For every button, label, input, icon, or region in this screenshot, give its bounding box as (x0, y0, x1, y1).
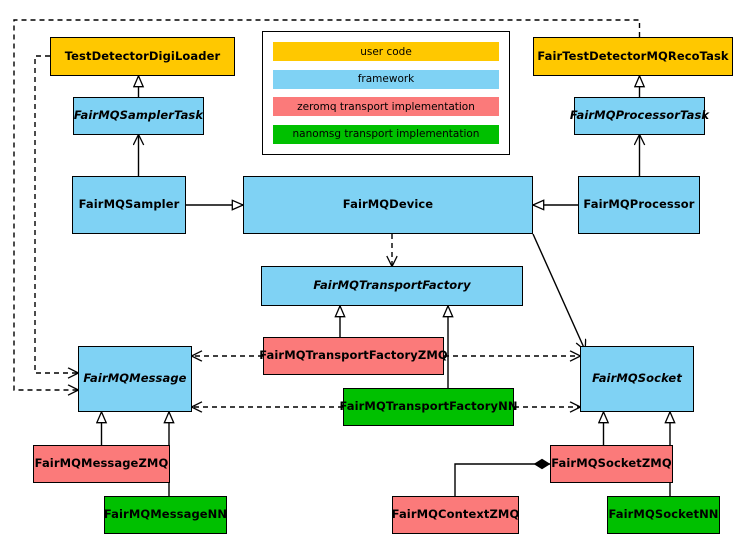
class-label: FairMQTransportFactoryZMQ (259, 348, 448, 363)
class-box-fairmqtransportfactory[interactable]: FairMQTransportFactory (261, 266, 523, 306)
class-box-fairmqsampler[interactable]: FairMQSampler (72, 176, 186, 234)
class-label: FairTestDetectorMQRecoTask (537, 48, 729, 63)
class-label: FairMQMessageNN (103, 507, 228, 522)
class-label: TestDetectorDigiLoader (64, 48, 221, 63)
class-label: FairMQMessage (83, 371, 187, 386)
class-label: FairMQContextZMQ (391, 507, 520, 522)
class-box-fairmqtransportfactoryzmq[interactable]: FairMQTransportFactoryZMQ (259, 337, 448, 375)
legend-label-user-code: user code (360, 45, 412, 58)
class-box-fairmqsocket[interactable]: FairMQSocket (580, 346, 694, 412)
class-label: FairMQTransportFactory (313, 278, 471, 293)
class-box-fairmqdevice[interactable]: FairMQDevice (243, 176, 533, 234)
class-label: FairMQTransportFactoryNN (339, 399, 518, 414)
class-label: FairMQSocketZMQ (551, 456, 672, 471)
class-label: FairMQDevice (342, 197, 434, 212)
class-label: FairMQSocket (592, 371, 682, 386)
class-box-fairmqprocessor[interactable]: FairMQProcessor (578, 176, 700, 234)
class-box-testdetectordigiloader[interactable]: TestDetectorDigiLoader (50, 37, 235, 76)
legend-label-zeromq: zeromq transport implementation (297, 100, 475, 113)
legend-item-framework: framework (273, 69, 499, 89)
legend-item-zeromq: zeromq transport implementation (273, 97, 499, 117)
class-label: FairMQSampler (78, 197, 180, 212)
legend-panel: user code framework zeromq transport imp… (262, 31, 510, 155)
legend-item-nanomsg: nanomsg transport implementation (273, 124, 499, 144)
class-label: FairMQMessageZMQ (34, 456, 169, 471)
class-box-fairmqmessage[interactable]: FairMQMessage (78, 346, 192, 412)
legend-item-user-code: user code (273, 42, 499, 61)
class-label: FairMQProcessorTask (569, 108, 710, 123)
class-box-fairtestdetectormqrecotask[interactable]: FairTestDetectorMQRecoTask (533, 37, 733, 76)
edge-contextzmq-to-socketzmq (454, 458, 551, 496)
legend-label-framework: framework (357, 73, 415, 86)
class-label: FairMQSamplerTask (73, 108, 204, 123)
class-box-fairmqmessagezmq[interactable]: FairMQMessageZMQ (33, 445, 170, 483)
class-box-fairmqcontextzmq[interactable]: FairMQContextZMQ (392, 496, 519, 534)
class-box-fairmqsamplertask[interactable]: FairMQSamplerTask (73, 97, 204, 135)
class-box-fairmqtransportfactorynn[interactable]: FairMQTransportFactoryNN (339, 388, 517, 426)
legend-label-nanomsg: nanomsg transport implementation (292, 128, 480, 141)
class-label: FairMQProcessor (583, 197, 695, 212)
class-box-fairmqsocketnn[interactable]: FairMQSocketNN (607, 496, 720, 534)
class-box-fairmqsocketzmq[interactable]: FairMQSocketZMQ (550, 445, 673, 483)
class-label: FairMQSocketNN (608, 507, 719, 522)
class-box-fairmqmessagenn[interactable]: FairMQMessageNN (104, 496, 227, 534)
edge-device-to-socket (532, 233, 585, 350)
class-box-fairmqprocessortask[interactable]: FairMQProcessorTask (570, 97, 709, 135)
